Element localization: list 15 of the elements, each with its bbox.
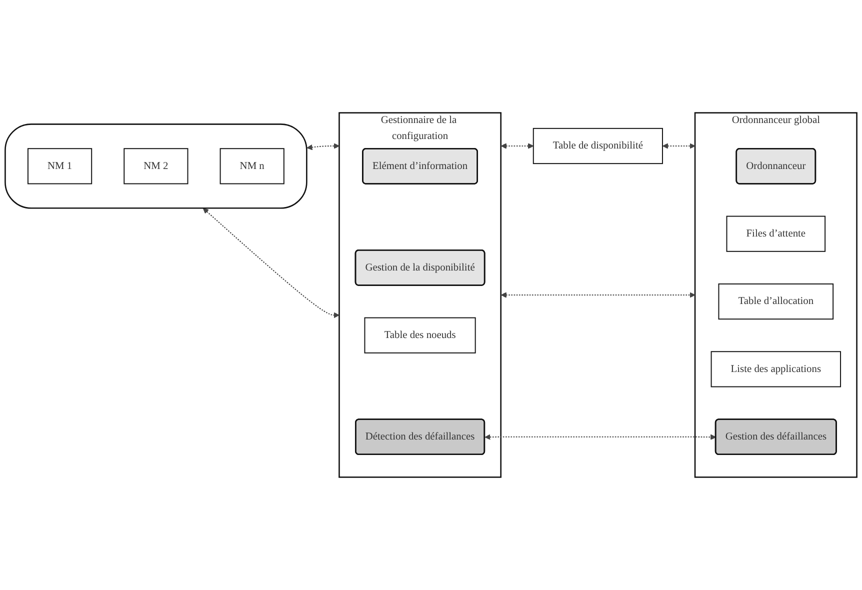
arrow [202, 208, 340, 318]
node-box: Table de disponibilité [532, 128, 663, 164]
arrow [500, 143, 534, 149]
arrow [306, 143, 340, 150]
cluster [4, 124, 308, 209]
node-box: Files d’attente [726, 216, 826, 252]
node-box: Liste des applications [710, 351, 842, 388]
node-box: Table des noeuds [364, 317, 476, 354]
node-box: NM 1 [28, 148, 92, 184]
node-box: Table d’allocation [718, 283, 834, 320]
arrow [500, 292, 696, 298]
node-box: NM 2 [124, 148, 188, 184]
arrow [484, 434, 716, 440]
arrow [662, 143, 696, 149]
node-box: NM n [220, 148, 284, 184]
